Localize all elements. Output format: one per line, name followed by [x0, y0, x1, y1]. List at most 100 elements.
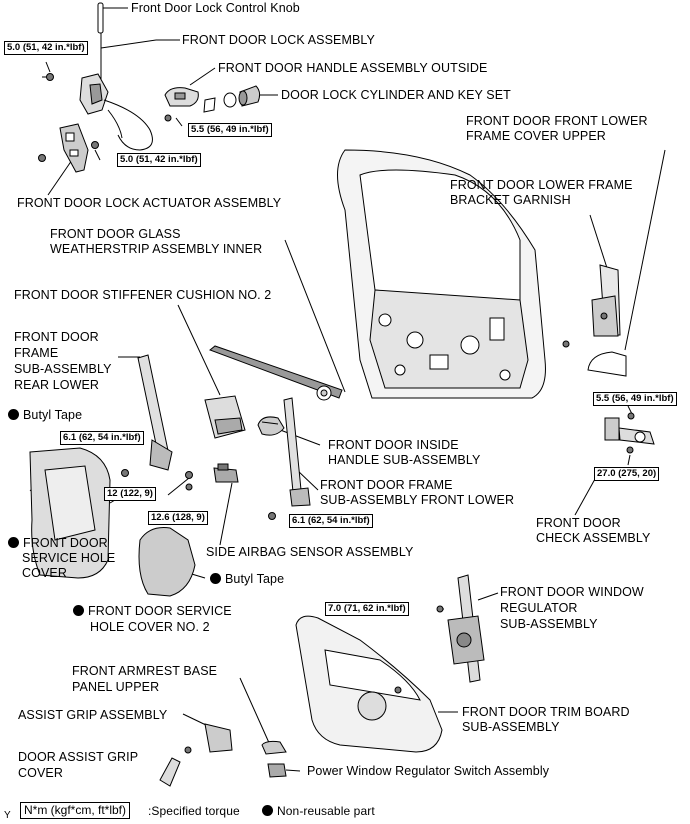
- torque-regulator: 7.0 (71, 62 in.*lbf): [325, 602, 409, 616]
- nonreusable-mark: [8, 409, 19, 420]
- torque-stiffener: 12 (122, 9): [104, 487, 156, 501]
- label-service-hole-3: COVER: [22, 566, 67, 580]
- lock-actuator-part: [59, 123, 89, 173]
- label-lock-assembly: FRONT DOOR LOCK ASSEMBLY: [182, 33, 375, 47]
- service-hole-cover-part: [29, 447, 111, 579]
- torque-lock-upper: 5.0 (51, 42 in.*lbf): [4, 41, 88, 55]
- legend-torque-desc: :Specified torque: [148, 804, 240, 818]
- leader-torque-check-low: [627, 454, 631, 466]
- leader-torque-stiffener: [167, 477, 190, 496]
- armrest-base-part: [261, 740, 287, 755]
- label-pw-switch: Power Window Regulator Switch Assembly: [307, 764, 550, 778]
- label-lock-cylinder: DOOR LOCK CYLINDER AND KEY SET: [281, 88, 511, 102]
- pw-switch-part: [267, 763, 287, 778]
- label-bracket-garnish-2: BRACKET GARNISH: [450, 193, 571, 207]
- label-service-hole-no2-1: FRONT DOOR SERVICE: [73, 604, 232, 619]
- leader-lock-assembly: [100, 39, 157, 49]
- nonreusable-mark: [262, 805, 273, 816]
- label-frame-rear-2: FRAME: [14, 346, 59, 360]
- inside-handle-part: [257, 416, 285, 436]
- leader-torque-lock-lower: [94, 149, 101, 161]
- torque-frame-rear: 6.1 (62, 54 in.*lbf): [60, 431, 144, 445]
- legend-nonreusable: Non-reusable part: [262, 804, 375, 819]
- leader-lock-actuator: [47, 159, 73, 196]
- window-regulator-part: [436, 574, 485, 683]
- label-frame-cover-2: FRAME COVER UPPER: [466, 129, 606, 143]
- nonreusable-mark: [210, 573, 221, 584]
- leader-assist-grip: [182, 713, 209, 727]
- label-airbag-sensor: SIDE AIRBAG SENSOR ASSEMBLY: [206, 545, 414, 559]
- label-armrest-1: FRONT ARMREST BASE: [72, 664, 218, 678]
- nonreusable-mark: [73, 605, 84, 616]
- torque-check-lower: 27.0 (275, 20): [594, 467, 660, 481]
- label-butyl-tape-2: Butyl Tape: [210, 572, 284, 587]
- assist-grip-part: [184, 723, 233, 754]
- lock-assembly-part: [79, 73, 153, 151]
- label-bracket-garnish-1: FRONT DOOR LOWER FRAME: [450, 178, 633, 192]
- label-frame-cover-1: FRONT DOOR FRONT LOWER: [466, 114, 648, 128]
- label-stiffener-cushion: FRONT DOOR STIFFENER CUSHION NO. 2: [14, 288, 272, 302]
- nonreusable-mark: [8, 537, 19, 548]
- outside-handle-part: [164, 85, 261, 122]
- label-glass-weatherstrip-1: FRONT DOOR GLASS: [50, 227, 181, 241]
- torque-airbag: 12.6 (128, 9): [148, 511, 208, 525]
- stiffener-cushion-part: [204, 395, 246, 439]
- label-handle-outside: FRONT DOOR HANDLE ASSEMBLY OUTSIDE: [218, 61, 488, 75]
- assist-grip-cover-part: [159, 757, 181, 787]
- label-trim-board-2: SUB-ASSEMBLY: [462, 720, 560, 734]
- trim-board-part: [295, 615, 443, 753]
- glass-weatherstrip-part: [208, 345, 343, 399]
- label-inside-handle-2: HANDLE SUB-ASSEMBLY: [328, 453, 481, 467]
- leader-torque-handle: [175, 117, 183, 127]
- label-frame-rear-1: FRONT DOOR: [14, 330, 99, 344]
- service-hole-cover-no2-part: [138, 527, 196, 597]
- frame-cover-part: [562, 264, 627, 377]
- leader-torque-lock-upper: [45, 61, 51, 73]
- label-glass-weatherstrip-2: WEATHERSTRIP ASSEMBLY INNER: [50, 242, 263, 256]
- label-frame-rear-4: REAR LOWER: [14, 378, 100, 392]
- label-service-hole-1: FRONT DOOR: [8, 536, 108, 551]
- label-frame-front-1: FRONT DOOR FRAME: [320, 478, 453, 492]
- label-inside-handle-1: FRONT DOOR INSIDE: [328, 438, 459, 452]
- leader-armrest: [239, 677, 271, 746]
- leader-frame-front: [296, 469, 319, 491]
- label-lock-control-knob: Front Door Lock Control Knob: [131, 1, 300, 15]
- frame-front-lower-part: [268, 397, 311, 520]
- airbag-sensor-part: [185, 463, 239, 491]
- label-butyl-tape-1: Butyl Tape: [8, 408, 82, 423]
- leader-bracket-garnish: [589, 214, 608, 269]
- label-window-regulator-3: SUB-ASSEMBLY: [500, 617, 598, 631]
- door-panel-part: [337, 149, 546, 399]
- label-check-assembly-2: CHECK ASSEMBLY: [536, 531, 651, 545]
- leader-inside-handle: [274, 427, 321, 446]
- torque-frame-front: 6.1 (62, 54 in.*lbf): [289, 514, 373, 528]
- leader-glass-weatherstrip: [284, 239, 346, 393]
- leader-handle-outside: [189, 67, 216, 86]
- torque-lock-lower: 5.0 (51, 42 in.*lbf): [117, 153, 201, 167]
- torque-check-upper: 5.5 (56, 49 in.*lbf): [593, 392, 677, 406]
- legend-torque-unit: N*m (kgf*cm, ft*lbf): [20, 802, 131, 819]
- leader-stiffener: [177, 304, 221, 396]
- label-check-assembly-1: FRONT DOOR: [536, 516, 621, 530]
- label-assist-grip: ASSIST GRIP ASSEMBLY: [18, 708, 168, 722]
- label-frame-rear-3: SUB-ASSEMBLY: [14, 362, 112, 376]
- label-window-regulator-1: FRONT DOOR WINDOW: [500, 585, 644, 599]
- leader-window-regulator: [477, 592, 499, 601]
- check-assembly-part: [604, 412, 655, 454]
- label-assist-grip-cover-1: DOOR ASSIST GRIP: [18, 750, 139, 764]
- corner-mark: Y: [4, 810, 11, 821]
- label-window-regulator-2: REGULATOR: [500, 601, 578, 615]
- label-frame-front-2: SUB-ASSEMBLY FRONT LOWER: [320, 493, 515, 507]
- torque-handle: 5.5 (56, 49 in.*lbf): [188, 123, 272, 137]
- label-service-hole-2: SERVICE HOLE: [22, 551, 116, 565]
- label-armrest-2: PANEL UPPER: [72, 680, 160, 694]
- leader-pw-switch: [285, 769, 301, 772]
- label-lock-actuator: FRONT DOOR LOCK ACTUATOR ASSEMBLY: [17, 196, 282, 210]
- leader-frame-cover: [624, 149, 666, 351]
- label-trim-board-1: FRONT DOOR TRIM BOARD: [462, 705, 630, 719]
- frame-rear-lower-part: [121, 354, 193, 479]
- label-assist-grip-cover-2: COVER: [18, 766, 63, 780]
- leader-airbag-sensor: [219, 482, 233, 546]
- bolts-lock: [38, 73, 99, 162]
